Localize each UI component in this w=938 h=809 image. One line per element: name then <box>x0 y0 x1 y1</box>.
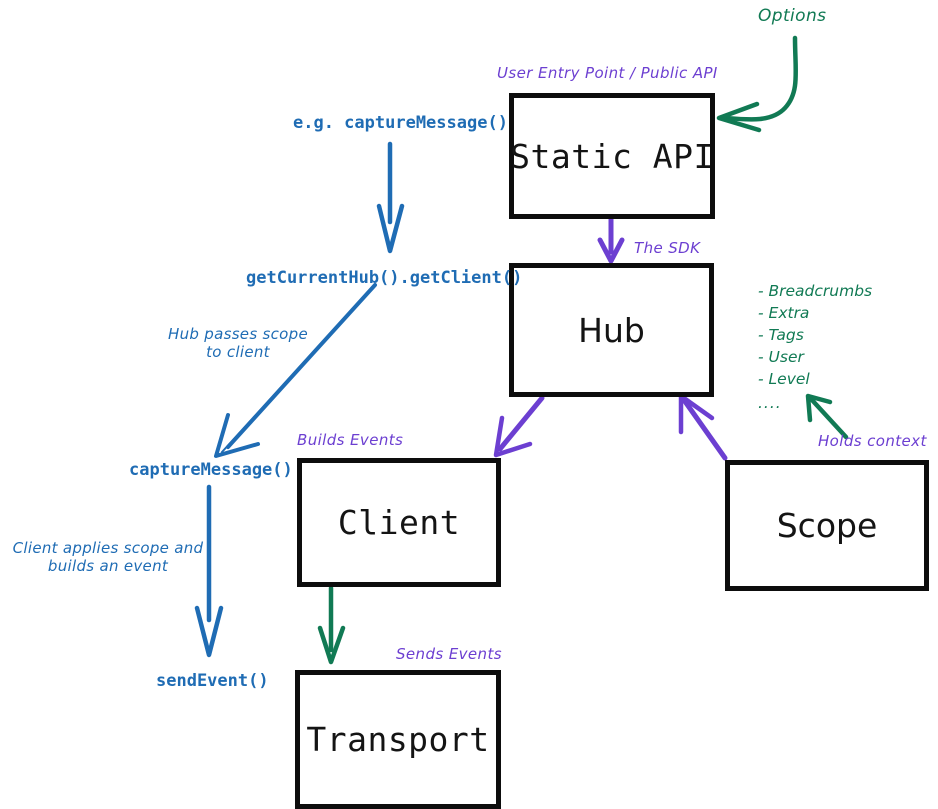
arrow-static-api-to-hub <box>597 216 625 264</box>
context-list-item-breadcrumbs: - Breadcrumbs <box>758 282 873 300</box>
label-get-current-hub: getCurrentHub().getClient() <box>246 268 523 288</box>
label-sends-events: Sends Events <box>396 645 502 663</box>
label-builds-events: Builds Events <box>297 431 404 449</box>
context-list-item-level: - Level <box>758 370 810 388</box>
label-send-event: sendEvent() <box>156 671 269 691</box>
context-list-item-tags: - Tags <box>758 326 804 344</box>
label-capture-message: captureMessage() <box>129 460 293 480</box>
label-hub-passes-scope: Hub passes scope to client <box>167 325 309 362</box>
arrow-capture-to-getclient <box>376 141 405 254</box>
arrow-hub-to-client <box>493 395 545 458</box>
label-the-sdk: The SDK <box>634 239 701 257</box>
node-hub[interactable]: Hub <box>509 263 714 397</box>
node-transport[interactable]: Transport <box>295 670 501 809</box>
node-static-api[interactable]: Static API <box>509 93 715 219</box>
label-eg-capture-message: e.g. captureMessage() <box>293 113 508 133</box>
label-client-applies-scope: Client applies scope and builds an event <box>12 539 204 576</box>
node-client-label: Client <box>337 503 461 542</box>
node-scope-label: Scope <box>776 506 878 545</box>
node-hub-label: Hub <box>578 310 645 350</box>
arrow-client-to-transport <box>317 585 346 665</box>
node-static-api-label: Static API <box>510 136 714 176</box>
node-transport-label: Transport <box>306 720 490 759</box>
context-list-item-ellipsis: .... <box>758 394 782 412</box>
label-options: Options <box>758 6 827 26</box>
arrow-options-to-static-api <box>716 35 799 133</box>
label-user-entry-point: User Entry Point / Public API <box>497 64 718 82</box>
context-list-item-user: - User <box>758 348 804 366</box>
arrow-scope-to-hub <box>678 393 728 461</box>
context-list: - Breadcrumbs - Extra - Tags - User - Le… <box>758 280 872 414</box>
context-list-item-extra: - Extra <box>758 304 810 322</box>
node-client[interactable]: Client <box>297 458 501 587</box>
label-holds-context: Holds context <box>818 432 927 450</box>
node-scope[interactable]: Scope <box>725 460 929 591</box>
